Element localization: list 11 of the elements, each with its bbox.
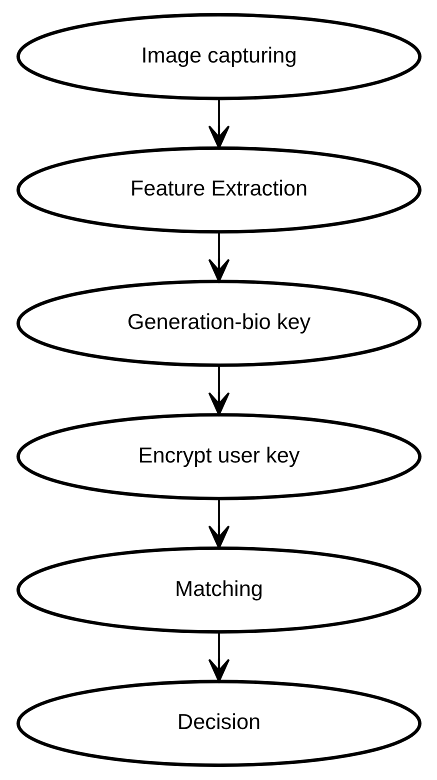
node-ellipse: Matching (16, 546, 421, 634)
arrow (208, 98, 230, 149)
arrow (208, 498, 230, 549)
node-ellipse: Feature Extraction (16, 146, 421, 234)
arrow (208, 232, 230, 282)
node-ellipse: Encrypt user key (16, 413, 421, 500)
arrow (208, 632, 230, 682)
node-ellipse: Generation-bio key (16, 280, 421, 367)
node-ellipse: Decision (16, 680, 421, 767)
arrow (208, 365, 230, 416)
node-ellipse: Image capturing (16, 13, 421, 100)
